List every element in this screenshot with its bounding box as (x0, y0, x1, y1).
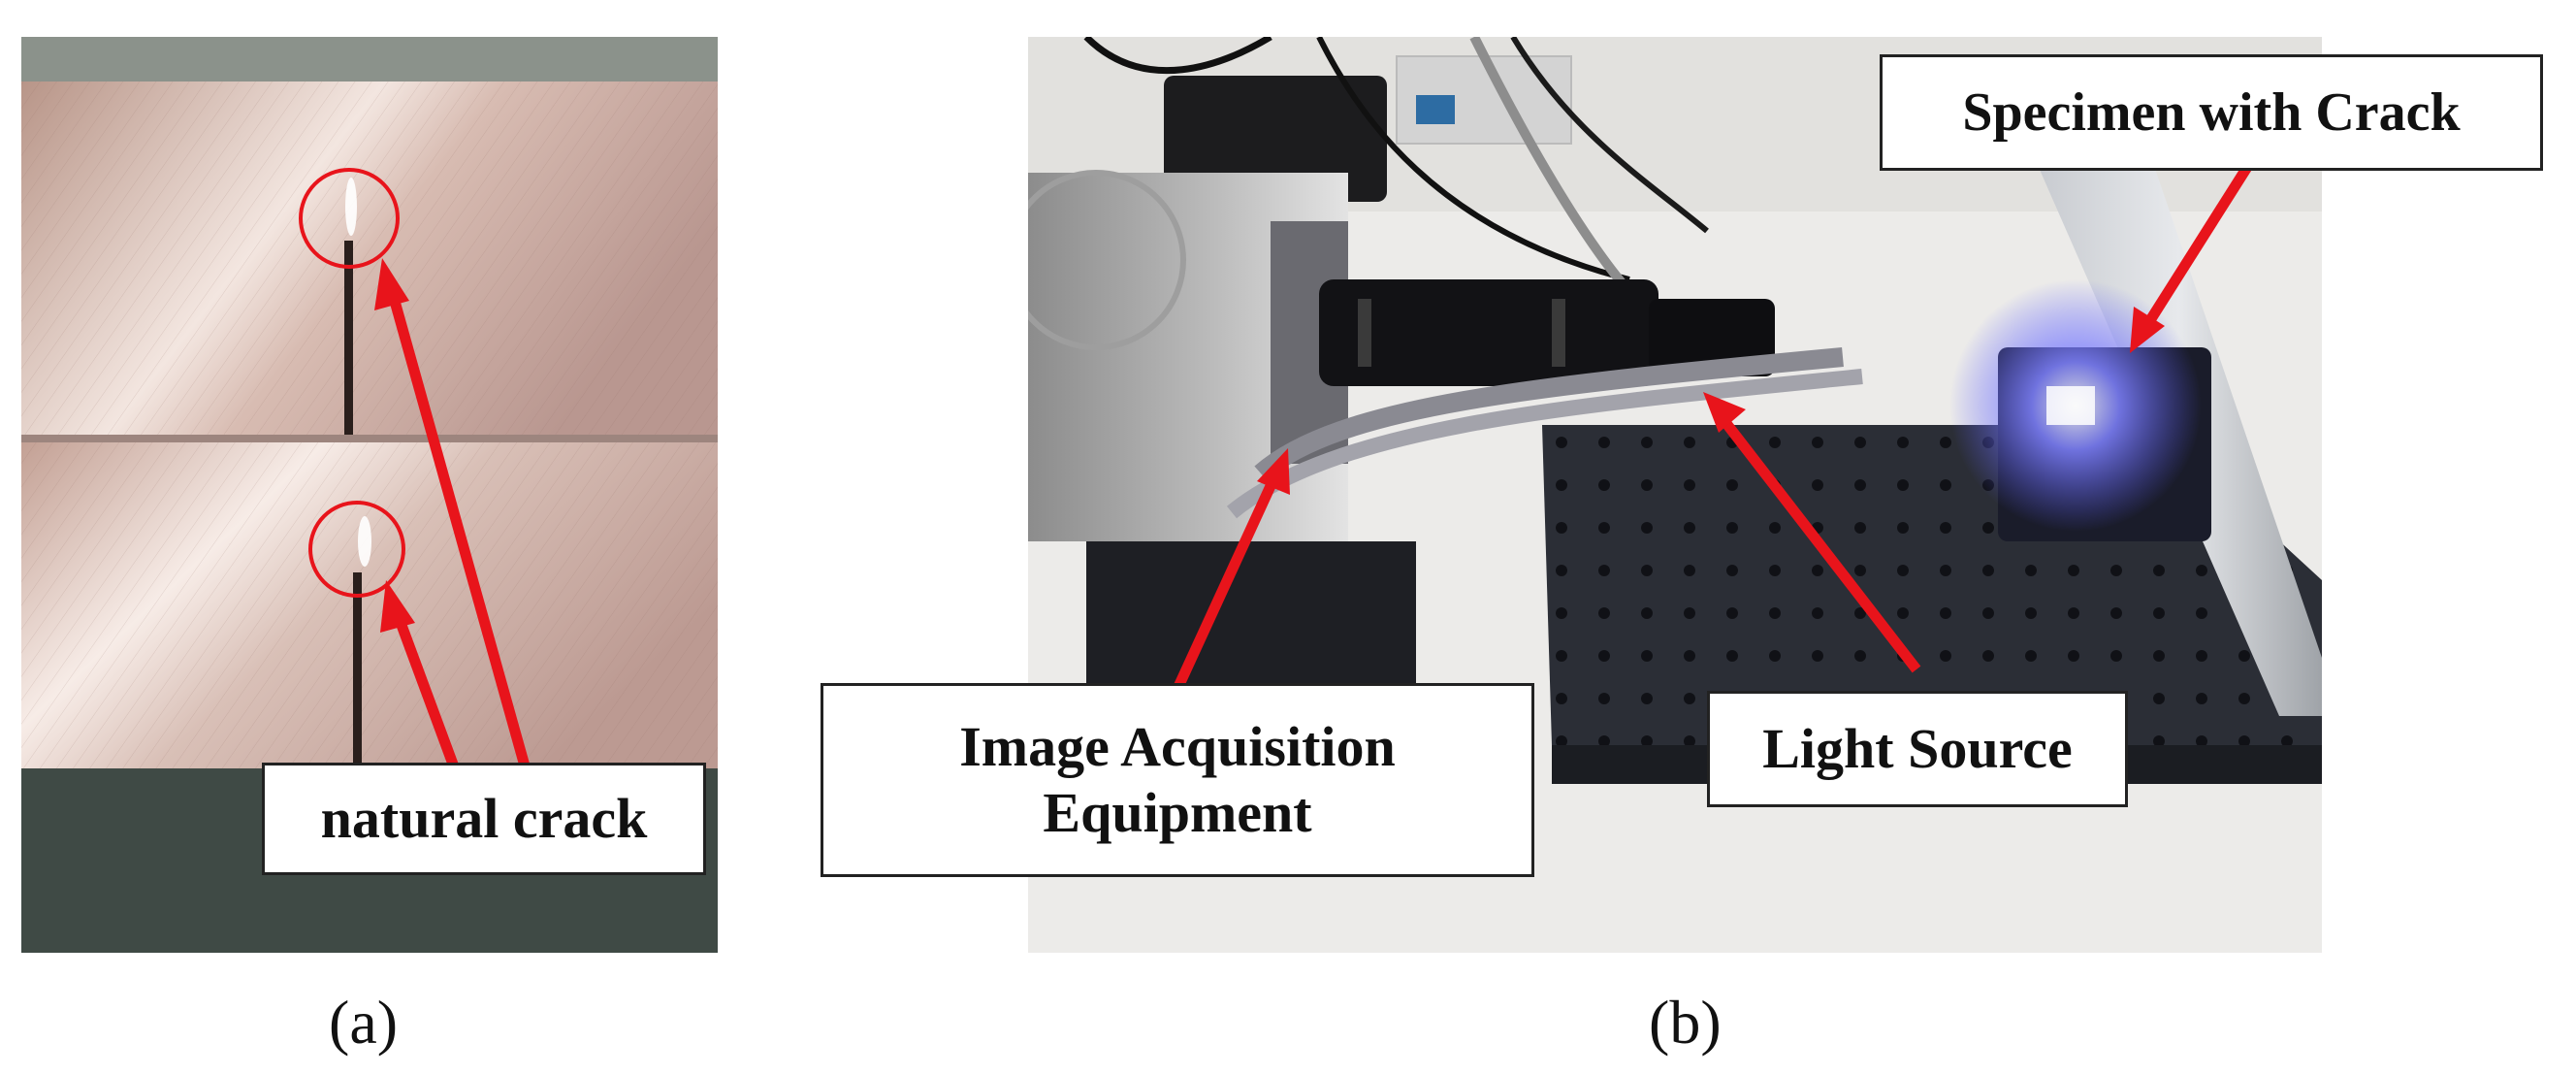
panel-a-photo: natural crack (21, 37, 718, 953)
setup-arrows (1173, 150, 2261, 692)
lower-crack-marker (308, 501, 405, 598)
lower-crack (353, 572, 362, 768)
equipment-label-line1: Image Acquisition (959, 714, 1396, 778)
upper-crack-marker (299, 168, 400, 269)
caption-b: (b) (1649, 988, 1722, 1057)
upper-crack (344, 241, 353, 435)
natural-crack-label: natural crack (262, 763, 706, 875)
equipment-label-line2: Equipment (1043, 781, 1312, 844)
specimen-with-crack-label: Specimen with Crack (1880, 54, 2543, 171)
crack-specimen-photo (21, 37, 718, 953)
caption-a: (a) (329, 988, 399, 1057)
image-acquisition-equipment-label: Image Acquisition Equipment (821, 683, 1534, 877)
light-source-label: Light Source (1707, 691, 2128, 807)
crack-arrows (374, 258, 531, 771)
